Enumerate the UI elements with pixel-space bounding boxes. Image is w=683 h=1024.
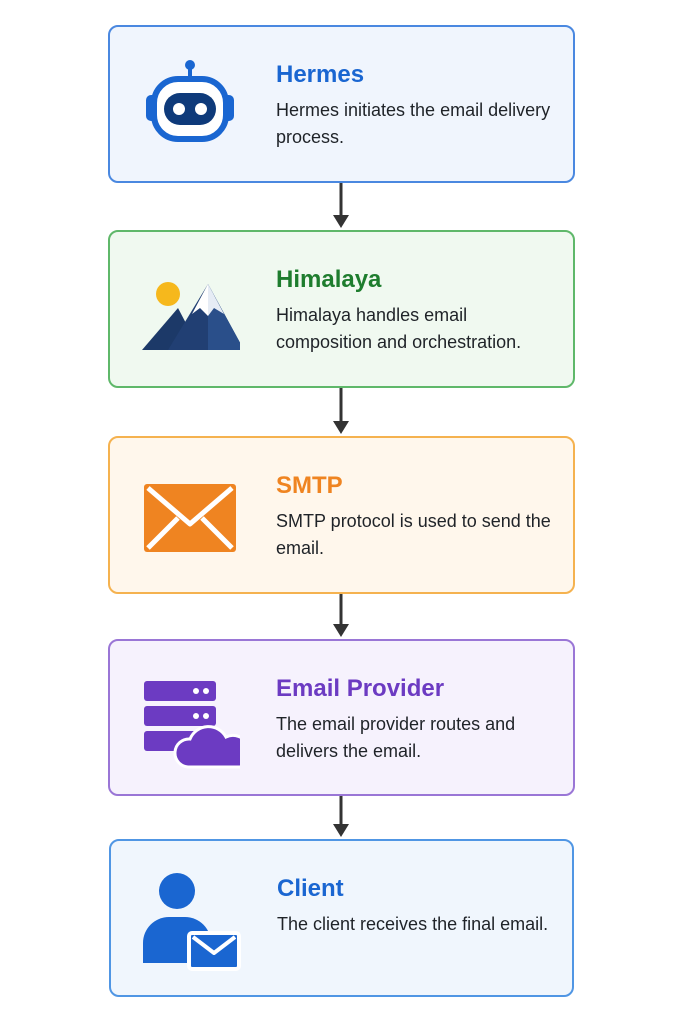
- step-description: The client receives the final email.: [277, 914, 549, 934]
- step-title: Client: [277, 875, 344, 902]
- connector-arrow: [331, 388, 351, 436]
- robot-icon: [140, 57, 240, 157]
- server-cloud-icon: [140, 671, 240, 771]
- step-description: Himalaya handles email composition and o…: [276, 305, 522, 352]
- step-title: Email Provider: [276, 675, 445, 702]
- mountain-icon: [140, 262, 240, 362]
- user-mail-icon: [141, 871, 241, 971]
- connector-arrow: [331, 183, 351, 230]
- step-description: Hermes initiates the email delivery proc…: [276, 100, 551, 147]
- step-description: SMTP protocol is used to send the email.: [276, 511, 551, 558]
- step-card-hermes: Hermes Hermes initiates the email delive…: [108, 25, 575, 183]
- connector-arrow: [331, 594, 351, 639]
- connector-arrow: [331, 796, 351, 839]
- step-title: SMTP: [276, 472, 343, 499]
- step-card-email-provider: Email Provider The email provider routes…: [108, 639, 575, 796]
- envelope-icon: [140, 468, 240, 568]
- step-card-himalaya: Himalaya Himalaya handles email composit…: [108, 230, 575, 388]
- step-card-smtp: SMTP SMTP protocol is used to send the e…: [108, 436, 575, 594]
- step-title: Hermes: [276, 61, 365, 88]
- step-description: The email provider routes and delivers t…: [276, 714, 516, 761]
- step-card-client: Client The client receives the final ema…: [109, 839, 574, 997]
- step-title: Himalaya: [276, 266, 382, 293]
